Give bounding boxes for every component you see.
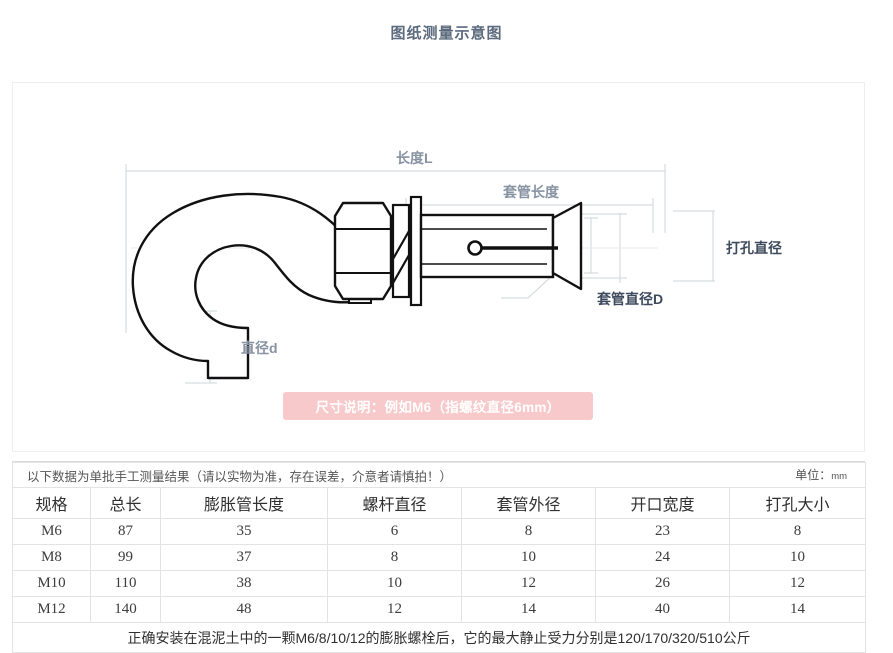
table-cell: 23 [595, 518, 730, 545]
table-cell: 10 [327, 570, 462, 597]
table-header-cell: 打孔大小 [728, 487, 867, 519]
table-note-row: 以下数据为单批手工测量结果（请以实物为准，存在误差，介意者请慎拍！） 单位：mm [11, 462, 867, 488]
table-cell: 10 [461, 544, 596, 571]
table-cell: 87 [90, 518, 161, 545]
table-cell: 140 [90, 596, 161, 623]
unit-label-text: 单位： [795, 467, 832, 482]
table-cell: 14 [461, 596, 596, 623]
table-cell: 10 [728, 544, 867, 571]
table-cell: 12 [728, 570, 867, 597]
size-note-banner: 尺寸说明：例如M6（指螺纹直径6mm） [283, 392, 593, 420]
flat-washer [409, 195, 423, 307]
table-cell: 8 [327, 544, 462, 571]
label-sleeve-length: 套管长度 [503, 184, 560, 200]
table-cell: 40 [595, 596, 730, 623]
table-cell: 12 [461, 570, 596, 597]
table-note-cell: 以下数据为单批手工测量结果（请以实物为准，存在误差，介意者请慎拍！） 单位：mm [11, 462, 867, 488]
table-cell: 110 [90, 570, 161, 597]
table-row: M12 140 48 12 14 40 14 [12, 596, 867, 623]
spec-table-body: 以下数据为单批手工测量结果（请以实物为准，存在误差，介意者请慎拍！） 单位：mm… [11, 462, 867, 653]
table-cell: 8 [728, 518, 867, 545]
table-footer-row: 正确安装在混泥土中的一颗M6/8/10/12的膨胀螺栓后，它的最大静止受力分别是… [11, 622, 867, 653]
table-cell: 48 [160, 596, 328, 623]
table-row: M6 87 35 6 8 23 8 [12, 518, 867, 545]
table-header-cell: 螺杆直径 [327, 487, 462, 519]
table-note-text: 以下数据为单批手工测量结果（请以实物为准，存在误差，介意者请慎拍！） [27, 469, 453, 484]
table-cell: M12 [12, 596, 91, 623]
label-sleeve-diameter-d: 套管直径D [597, 291, 663, 307]
spec-table: 以下数据为单批手工测量结果（请以实物为准，存在误差，介意者请慎拍！） 单位：mm… [11, 462, 867, 653]
table-cell: 38 [160, 570, 328, 597]
label-drill-diameter: 打孔直径 [726, 240, 782, 256]
table-cell: 37 [160, 544, 328, 571]
diagram-panel: 长度L 套管长度 打孔直径 套管直径D 直径d [12, 82, 865, 452]
expansion-cone [551, 201, 583, 291]
drill-diameter-guides [673, 210, 715, 282]
table-row: M8 99 37 8 10 24 10 [12, 544, 867, 571]
page-title: 图纸测量示意图 [390, 25, 503, 42]
unit-value-text: mm [831, 470, 848, 482]
spring-washer [391, 203, 411, 299]
table-header-cell: 总长 [90, 487, 161, 519]
table-cell: 99 [90, 544, 161, 571]
table-cell: 6 [327, 518, 462, 545]
spec-table-container: 以下数据为单批手工测量结果（请以实物为准，存在误差，介意者请慎拍！） 单位：mm… [11, 461, 867, 653]
unit-label: 单位：mm [795, 466, 865, 483]
label-diameter-d: 直径d [241, 340, 278, 356]
table-cell: M10 [12, 570, 91, 597]
table-cell: M6 [12, 518, 91, 545]
table-cell: 26 [595, 570, 730, 597]
table-header-cell: 开口宽度 [595, 487, 730, 519]
inner-rod [467, 240, 558, 256]
table-cell: 35 [160, 518, 328, 545]
table-header-cell: 套管外径 [461, 487, 596, 519]
table-header-cell: 规格 [12, 487, 91, 519]
label-length-l: 长度L [396, 150, 433, 166]
table-row: M10 110 38 10 12 26 12 [12, 570, 867, 597]
table-cell: M8 [12, 544, 91, 571]
table-cell: 24 [595, 544, 730, 571]
hex-nut [333, 201, 393, 301]
table-cell: 14 [728, 596, 867, 623]
anchor-bolt-diagram: 长度L 套管长度 打孔直径 套管直径D 直径d [125, 150, 782, 384]
expansion-sleeve [419, 213, 555, 279]
table-cell: 8 [461, 518, 596, 545]
hook-shape [131, 192, 355, 380]
table-footer-cell: 正确安装在混泥土中的一颗M6/8/10/12的膨胀螺栓后，它的最大静止受力分别是… [11, 622, 867, 653]
table-cell: 12 [327, 596, 462, 623]
table-header-cell: 膨胀管长度 [160, 487, 328, 519]
table-header-row: 规格 总长 膨胀管长度 螺杆直径 套管外径 开口宽度 打孔大小 [12, 487, 867, 519]
